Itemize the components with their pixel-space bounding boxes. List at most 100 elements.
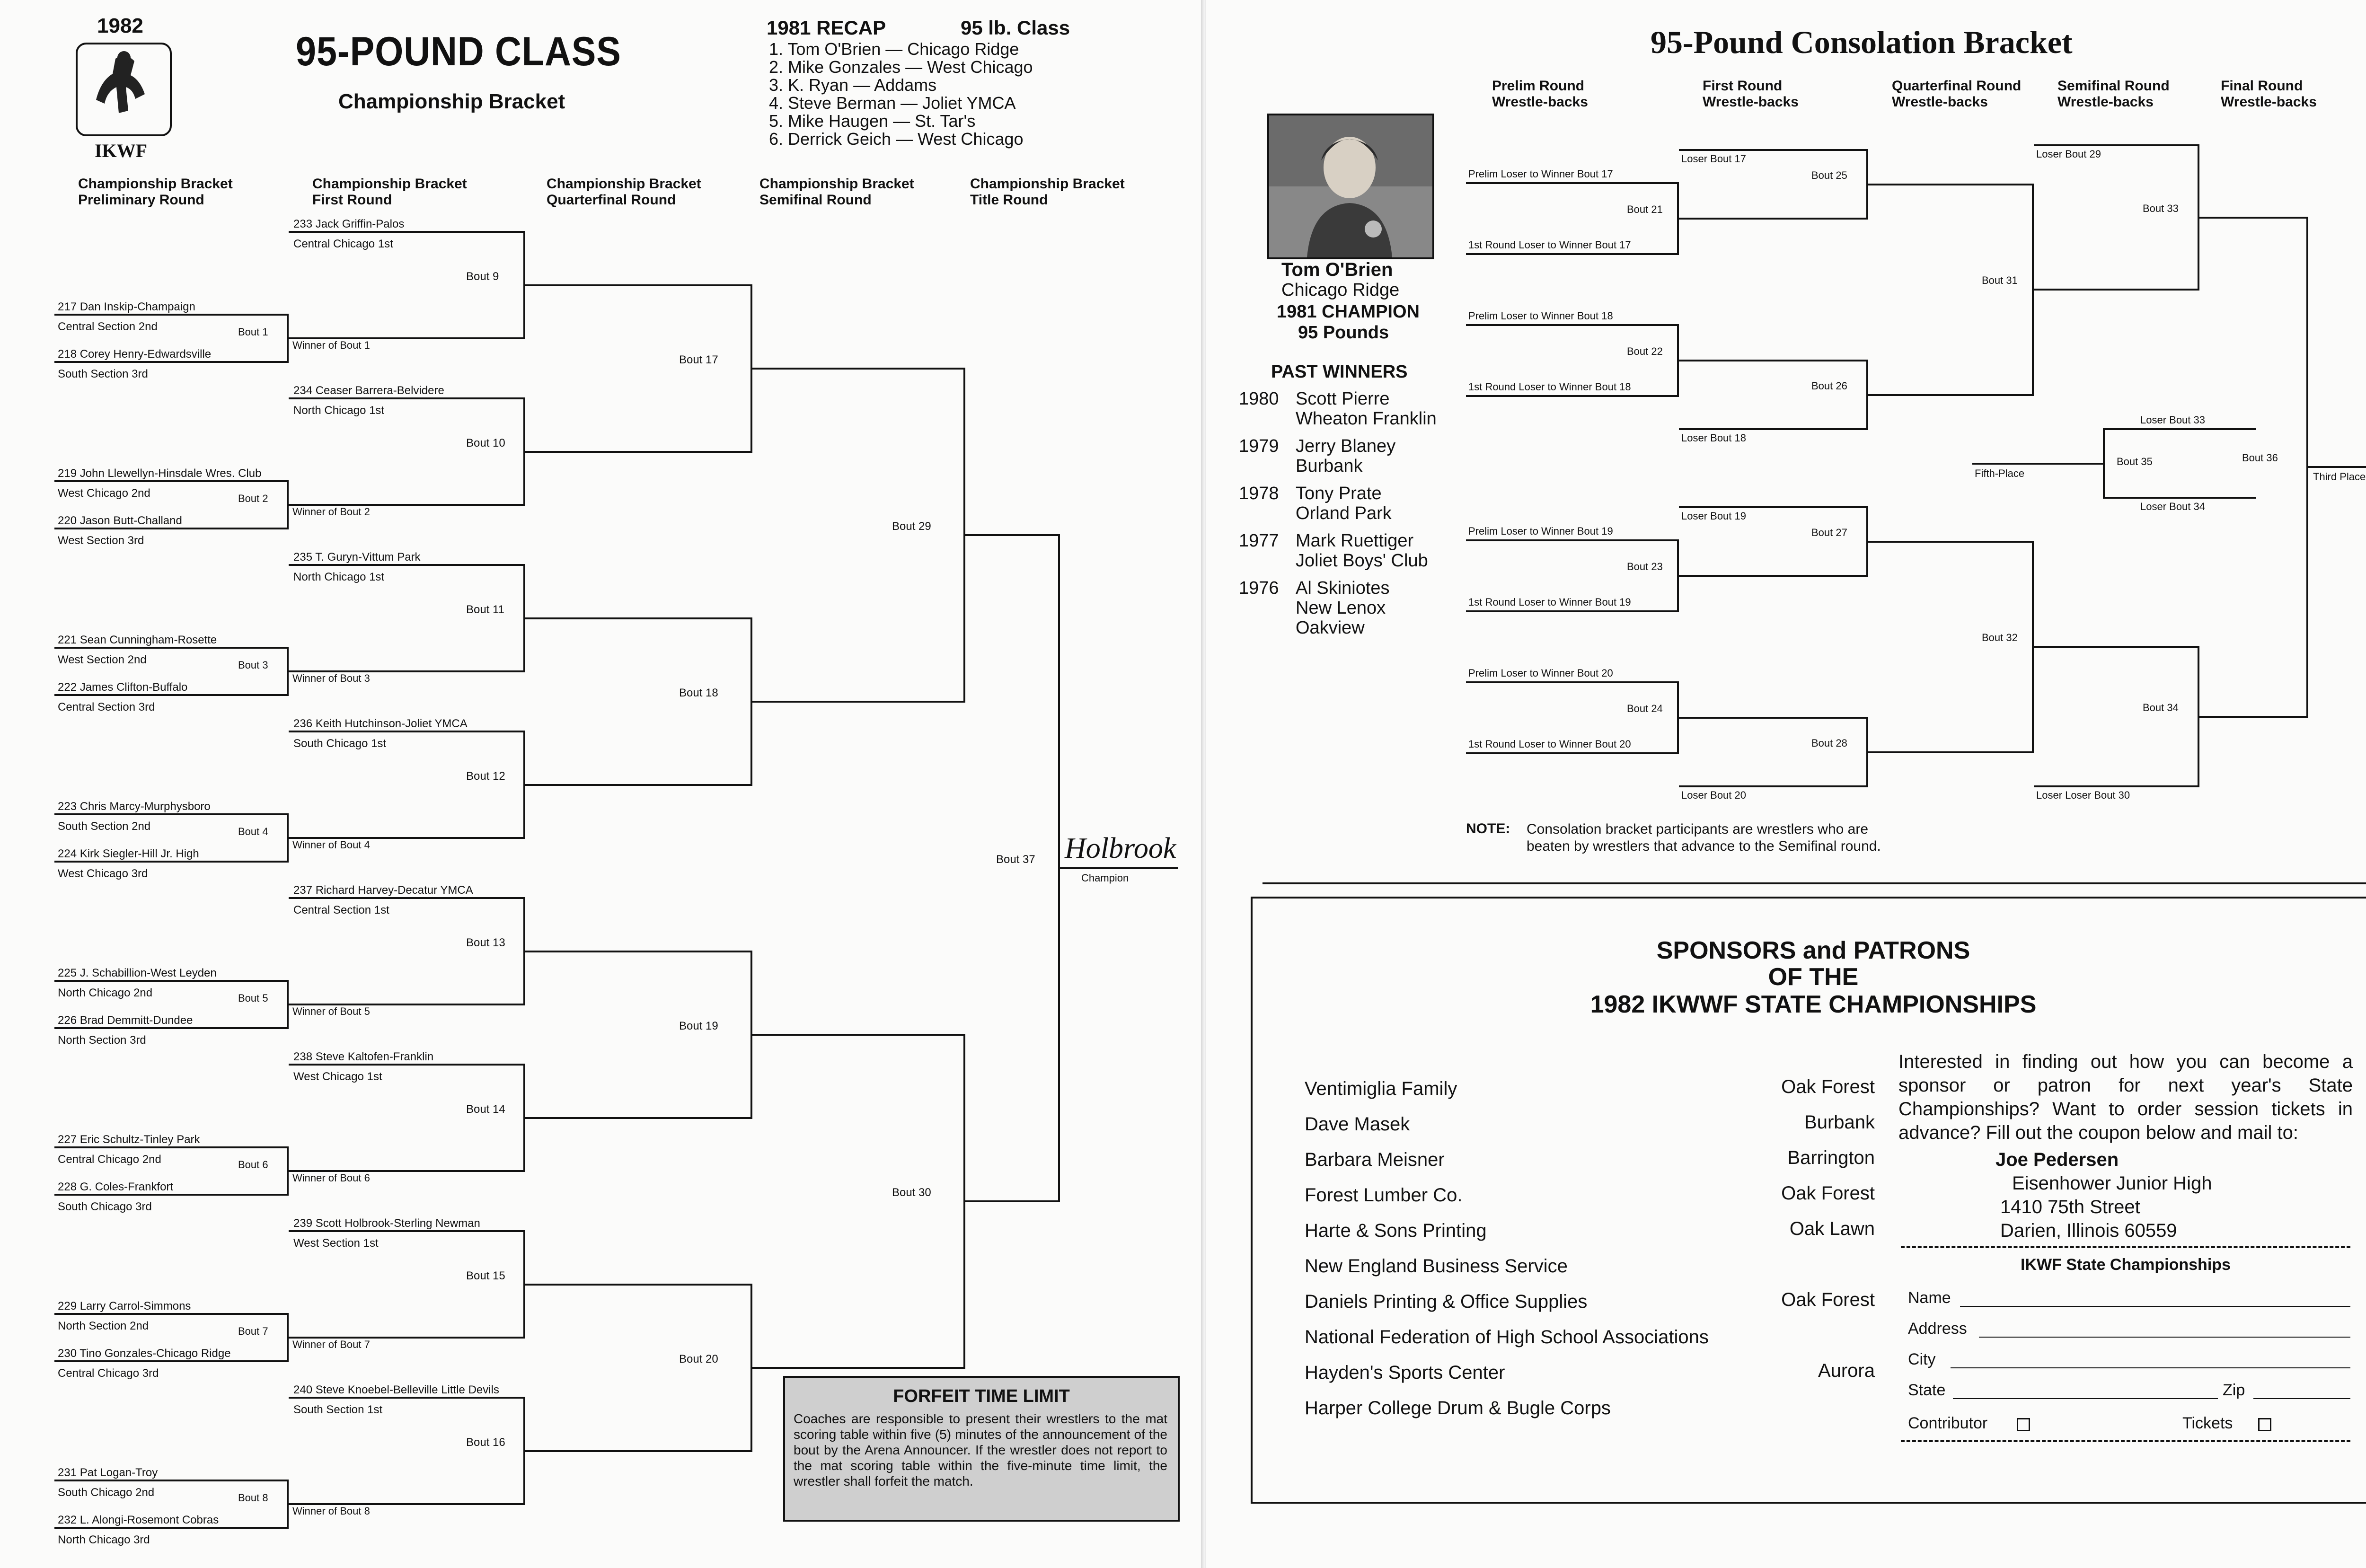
bout-label: Bout 28 bbox=[1811, 737, 1847, 749]
past-winner-year: 1979 bbox=[1239, 436, 1279, 456]
wrestler-entry: 230 Tino Gonzales-Chicago Ridge bbox=[58, 1347, 231, 1360]
section-label: West Chicago 2nd bbox=[58, 487, 150, 500]
qf-line bbox=[525, 1117, 752, 1119]
contact-address: 1410 75th Street bbox=[2000, 1197, 2140, 1217]
first-round-connector bbox=[523, 564, 525, 672]
sponsors-title: 1982 IKWWF STATE CHAMPIONSHIPS bbox=[1590, 991, 2037, 1018]
first-round-line bbox=[1679, 506, 1868, 508]
sponsor-town: Barrington bbox=[1787, 1147, 1875, 1168]
coupon-city-input[interactable] bbox=[1951, 1367, 2350, 1368]
bout-label: Bout 10 bbox=[466, 436, 505, 449]
person-photo-icon bbox=[1269, 115, 1432, 257]
prelim-label: 1st Round Loser to Winner Bout 20 bbox=[1468, 738, 1631, 750]
past-winner-year: 1976 bbox=[1239, 578, 1279, 598]
prelim-line bbox=[54, 1360, 289, 1362]
qf-line bbox=[525, 950, 752, 952]
wrestler-entry: 235 T. Guryn-Vittum Park bbox=[293, 551, 421, 564]
coupon-state-input[interactable] bbox=[1953, 1398, 2218, 1399]
wrestler-entry: 231 Pat Logan-Troy bbox=[58, 1466, 158, 1479]
bout-label: Bout 19 bbox=[679, 1019, 718, 1032]
bout-label: Bout 22 bbox=[1627, 345, 1663, 357]
section-label: West Chicago 3rd bbox=[58, 867, 148, 880]
prelim-line bbox=[1466, 539, 1679, 541]
section-label: South Section 3rd bbox=[58, 368, 148, 380]
prelim-connector bbox=[1677, 539, 1679, 612]
bout-label: Bout 8 bbox=[238, 1492, 268, 1504]
winner-line bbox=[289, 1503, 525, 1505]
first-round-line bbox=[289, 1064, 525, 1066]
coupon-zip-input[interactable] bbox=[2253, 1398, 2350, 1399]
sf-connector bbox=[963, 1033, 965, 1369]
section-label: North Chicago 2nd bbox=[58, 987, 153, 999]
first-round-line bbox=[1679, 360, 1868, 361]
sf-line bbox=[752, 1033, 965, 1036]
qf-connector bbox=[750, 284, 752, 453]
winner-label: Winner of Bout 6 bbox=[292, 1172, 370, 1184]
first-round-line bbox=[289, 731, 525, 732]
fifth-place-line bbox=[1972, 462, 2105, 465]
final-line bbox=[965, 534, 1060, 536]
final-line bbox=[2199, 715, 2308, 718]
qf-line bbox=[525, 1450, 752, 1452]
sponsor-name: New England Business Service bbox=[1305, 1256, 1568, 1277]
loser-label: Loser Bout 33 bbox=[2140, 414, 2205, 426]
qf-connector bbox=[750, 1283, 752, 1452]
first-round-line bbox=[1679, 218, 1868, 220]
loser-label: Loser Bout 17 bbox=[1681, 153, 1746, 165]
wrestler-entry: 222 James Clifton-Buffalo bbox=[58, 681, 188, 694]
bout-label: Bout 13 bbox=[466, 936, 505, 949]
prelim-line bbox=[1466, 253, 1679, 255]
bout-label: Bout 4 bbox=[238, 826, 268, 837]
first-round-connector bbox=[523, 231, 525, 339]
fifth-line bbox=[2105, 428, 2256, 430]
prelim-label: Prelim Loser to Winner Bout 19 bbox=[1468, 525, 1613, 537]
recap-item: 4. Steve Berman — Joliet YMCA bbox=[769, 93, 1016, 113]
prelim-connector bbox=[287, 1480, 289, 1529]
section-label: North Section 2nd bbox=[58, 1320, 149, 1332]
past-winner-year: 1980 bbox=[1239, 389, 1279, 409]
bout-label: Bout 30 bbox=[892, 1186, 931, 1199]
qf-line bbox=[525, 784, 752, 786]
coupon-address-input[interactable] bbox=[1979, 1337, 2350, 1338]
section-label: South Chicago 1st bbox=[293, 737, 387, 750]
prelim-connector bbox=[287, 813, 289, 863]
sf-connector bbox=[2198, 144, 2199, 291]
winner-label: Winner of Bout 3 bbox=[292, 672, 370, 684]
section-label: West Section 1st bbox=[293, 1237, 379, 1250]
coupon-name-input[interactable] bbox=[1960, 1306, 2350, 1307]
first-round-line bbox=[289, 1230, 525, 1232]
section-label: Central Section 1st bbox=[293, 904, 389, 916]
sponsor-town: Aurora bbox=[1818, 1360, 1875, 1381]
qf-line bbox=[1868, 394, 2034, 396]
first-round-connector bbox=[523, 1230, 525, 1339]
contributor-label: Contributor bbox=[1908, 1414, 1988, 1432]
past-winner-year: 1978 bbox=[1239, 484, 1279, 503]
sponsor-town: Burbank bbox=[1804, 1112, 1875, 1133]
contributor-checkbox[interactable] bbox=[2017, 1418, 2030, 1431]
coupon-cut-line bbox=[1901, 1246, 2350, 1248]
loser-label: Loser Bout 18 bbox=[1681, 432, 1746, 444]
section-label: Central Chicago 1st bbox=[293, 238, 393, 250]
coupon-field-label: City bbox=[1908, 1350, 1936, 1368]
prelim-line bbox=[54, 694, 289, 696]
ikwf-logo bbox=[76, 43, 172, 136]
first-round-line bbox=[1679, 428, 1868, 430]
coupon-cut-line bbox=[1901, 1440, 2350, 1442]
wrestler-entry: 224 Kirk Siegler-Hill Jr. High bbox=[58, 847, 199, 860]
bout-label: Bout 33 bbox=[2143, 202, 2179, 214]
sponsor-name: Harte & Sons Printing bbox=[1305, 1220, 1487, 1241]
prelim-line bbox=[54, 314, 289, 316]
bout-label: Bout 12 bbox=[466, 769, 505, 783]
tickets-checkbox[interactable] bbox=[2258, 1418, 2271, 1431]
winner-line bbox=[289, 837, 525, 839]
prelim-connector bbox=[287, 314, 289, 363]
prelim-connector bbox=[1677, 182, 1679, 255]
qf-line bbox=[1868, 540, 2034, 543]
prelim-line bbox=[54, 361, 289, 363]
sponsor-name: Harper College Drum & Bugle Corps bbox=[1305, 1398, 1611, 1418]
first-round-line bbox=[1679, 575, 1868, 577]
prelim-line bbox=[1466, 324, 1679, 326]
qf-line bbox=[525, 617, 752, 619]
